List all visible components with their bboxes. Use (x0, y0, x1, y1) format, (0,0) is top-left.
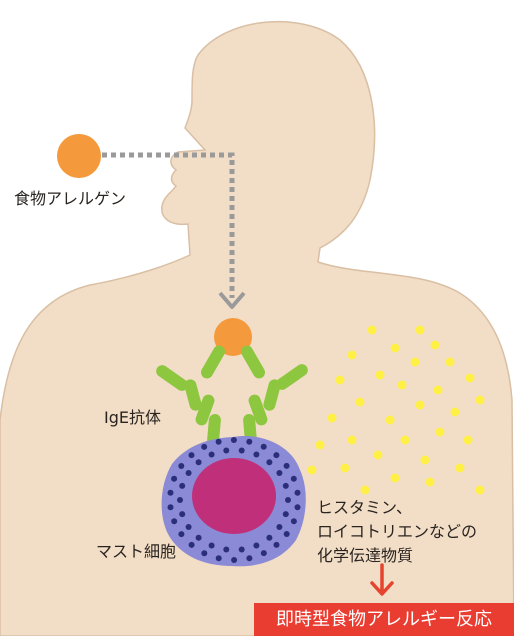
granule-dot (209, 543, 215, 549)
granule-dot (223, 547, 229, 553)
granule-dot (189, 542, 195, 548)
granule-dot (253, 543, 259, 549)
granule-dot (295, 504, 301, 510)
granule-dot (168, 504, 174, 510)
mediator-dot (476, 486, 485, 495)
ige-antibody-label: IgE抗体 (104, 407, 161, 429)
granule-dot (196, 535, 202, 541)
mediator-dot (308, 466, 317, 475)
mediator-dot (436, 428, 445, 437)
granule-dot (266, 535, 272, 541)
granule-dot (261, 550, 267, 556)
granule-dot (246, 555, 252, 561)
granule-dot (189, 452, 195, 458)
granule-dot (171, 518, 177, 524)
granule-dot (178, 463, 184, 469)
mediator-dot (401, 436, 410, 445)
mediator-dot (361, 486, 370, 495)
mediator-dot (416, 326, 425, 335)
granule-dot (284, 531, 290, 537)
mediator-dot (328, 414, 337, 423)
mediator-dot (451, 408, 460, 417)
mediator-dot (476, 396, 485, 405)
granule-dot (186, 524, 192, 530)
granule-dot (273, 452, 279, 458)
granule-dot (216, 439, 222, 445)
granule-dot (246, 439, 252, 445)
granule-dot (239, 547, 245, 553)
mediator-dot (416, 401, 425, 410)
mediator-dot (434, 386, 443, 395)
granule-dot (283, 483, 289, 489)
granule-dot (274, 542, 280, 548)
mediator-dot (348, 436, 357, 445)
granule-dot (179, 483, 185, 489)
granule-dot (291, 518, 297, 524)
chemical-mediator-line: 化学伝達物質 (317, 544, 477, 568)
granule-dot (231, 557, 237, 563)
granule-dot (266, 459, 272, 465)
mediator-dot (316, 441, 325, 450)
granule-dot (285, 497, 291, 503)
mediator-dot (398, 381, 407, 390)
mast-cell-nucleus (192, 458, 276, 534)
granule-dot (239, 448, 245, 454)
mediator-dot (348, 351, 357, 360)
mediator-dot (421, 456, 430, 465)
granule-dot (291, 476, 297, 482)
mediator-dot (376, 371, 385, 380)
mediator-dot (368, 326, 377, 335)
food-allergen-label: 食物アレルゲン (14, 188, 126, 210)
mediator-dot (426, 478, 435, 487)
mediator-dot (374, 451, 383, 460)
mediator-dot (411, 358, 420, 367)
granule-dot (283, 511, 289, 517)
granule-dot (177, 497, 183, 503)
chemical-mediator-line: ヒスタミン、 (317, 496, 477, 520)
mediator-dot (341, 464, 350, 473)
mediator-dot (386, 416, 395, 425)
granule-dot (253, 452, 259, 458)
mediator-dot (431, 341, 440, 350)
mediator-dot (391, 344, 400, 353)
mediator-dot (464, 436, 473, 445)
mediator-dot (356, 398, 365, 407)
mediator-dot (336, 376, 345, 385)
granule-dot (216, 555, 222, 561)
granule-dot (284, 463, 290, 469)
granule-dot (178, 531, 184, 537)
food-allergen-circle (57, 134, 101, 178)
granule-dot (223, 448, 229, 454)
granule-dot (201, 444, 207, 450)
granule-dot (209, 452, 215, 458)
granule-dot (171, 476, 177, 482)
mediator-dot (466, 374, 475, 383)
chemical-mediator-line: ロイコトリエンなどの (317, 520, 477, 544)
granule-dot (231, 437, 237, 443)
mast-cell-label: マスト細胞 (96, 541, 176, 563)
chemical-mediator-label: ヒスタミン、 ロイコトリエンなどの 化学伝達物質 (317, 496, 477, 568)
granule-dot (186, 470, 192, 476)
granule-dot (168, 490, 174, 496)
granule-dot (201, 550, 207, 556)
granule-dot (276, 470, 282, 476)
granule-dot (196, 459, 202, 465)
granule-dot (179, 511, 185, 517)
mediator-dot (456, 464, 465, 473)
granule-dot (261, 444, 267, 450)
granule-dot (295, 490, 301, 496)
reaction-banner: 即時型食物アレルギー反応 (254, 603, 514, 636)
mediator-dot (446, 358, 455, 367)
granule-dot (276, 524, 282, 530)
mediator-dot (391, 474, 400, 483)
